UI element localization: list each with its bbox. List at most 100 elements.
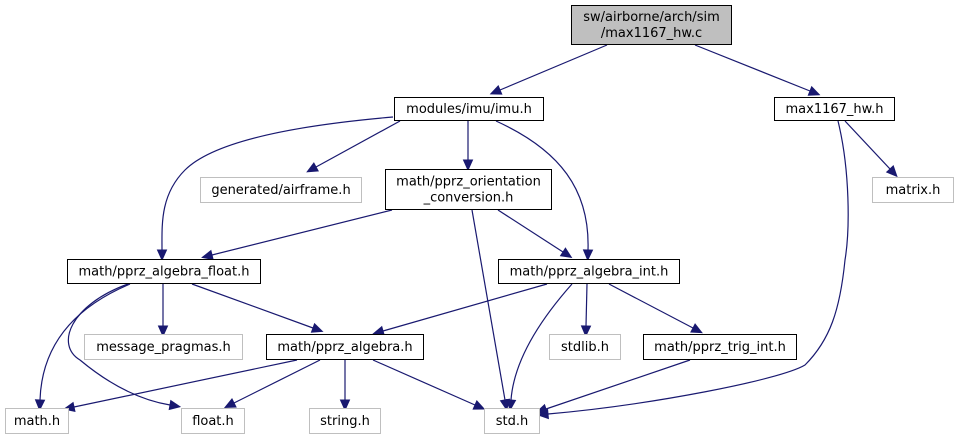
- node-orientation[interactable]: math/pprz_orientation_conversion.h: [385, 169, 552, 210]
- arrowhead-icon: [223, 398, 237, 409]
- node-algebra[interactable]: math/pprz_algebra.h: [266, 334, 424, 360]
- edge-orientation-to-std: [471, 209, 511, 412]
- node-string: string.h: [309, 408, 381, 434]
- node-box: [394, 97, 544, 121]
- arrowhead-icon: [582, 249, 594, 262]
- node-box: [872, 177, 954, 203]
- edge-line: [844, 120, 891, 170]
- edge-line: [608, 283, 694, 329]
- arrowhead-icon: [505, 399, 517, 412]
- edge-line: [694, 44, 811, 92]
- edge-line: [510, 283, 573, 401]
- edge-imu-to-alg_int: [495, 120, 594, 262]
- node-box: [385, 169, 552, 210]
- node-label: math.h: [14, 414, 60, 429]
- node-box: [266, 334, 424, 360]
- edge-alg_float-to-algebra: [191, 283, 324, 333]
- edge-alg_int-to-algebra: [372, 283, 548, 336]
- arrowhead-icon: [201, 249, 214, 260]
- edge-imu-to-airframe: [306, 120, 401, 173]
- node-root[interactable]: sw/airborne/arch/sim/max1167_hw.c: [571, 5, 732, 45]
- edge-line: [382, 283, 548, 332]
- edge-alg_float-to-float: [67, 283, 182, 411]
- edge-line: [547, 120, 849, 415]
- node-label: message_pragmas.h: [96, 340, 231, 355]
- arrowhead-icon: [310, 322, 324, 333]
- node-label: stdlib.h: [561, 340, 609, 355]
- nodes-layer: sw/airborne/arch/sim/max1167_hw.cmodules…: [5, 5, 954, 434]
- edge-algebra-to-math: [63, 359, 298, 413]
- edge-line: [497, 209, 564, 253]
- node-stdlib: stdlib.h: [549, 334, 621, 360]
- node-label: math/pprz_algebra.h: [277, 340, 412, 355]
- edge-line: [495, 120, 589, 251]
- arrowhead-icon: [157, 325, 169, 338]
- arrowhead-icon: [690, 323, 703, 334]
- node-box: [67, 259, 261, 284]
- node-box: [5, 408, 69, 434]
- node-label: math/pprz_algebra_float.h: [79, 265, 250, 280]
- node-imu[interactable]: modules/imu/imu.h: [394, 97, 544, 121]
- node-max1167-hw-h[interactable]: max1167_hw.h: [774, 97, 895, 121]
- arrowhead-icon: [580, 325, 592, 338]
- edge-trig_int-to-std: [535, 359, 691, 414]
- node-label: max1167_hw.h: [786, 102, 884, 117]
- node-box: [309, 408, 381, 434]
- edge-orientation-to-alg_float: [201, 209, 393, 260]
- node-label: std.h: [496, 414, 529, 429]
- node-box: [643, 334, 797, 360]
- edge-imu-to-alg_float: [156, 116, 394, 262]
- edge-line: [73, 359, 298, 408]
- node-label: modules/imu/imu.h: [406, 102, 532, 117]
- edge-imu-to-orientation: [462, 121, 474, 172]
- arrowhead-icon: [168, 399, 182, 411]
- node-matrix: matrix.h: [872, 177, 954, 203]
- node-box: [84, 334, 243, 360]
- edge-alg_int-to-trig_int: [608, 283, 703, 334]
- edge-algebra-to-std: [372, 359, 486, 410]
- edge-max1167_hw_h-to-matrix: [844, 120, 898, 178]
- edge-line: [315, 120, 401, 168]
- node-label: sw/airborne/arch/sim: [583, 10, 720, 25]
- edge-algebra-to-string: [339, 360, 351, 412]
- arrowhead-icon: [885, 165, 898, 178]
- edge-line: [191, 283, 314, 329]
- edge-alg_int-to-std: [505, 283, 573, 412]
- edge-line: [233, 359, 321, 404]
- node-box: [498, 259, 680, 284]
- edge-line: [211, 209, 393, 256]
- node-airframe: generated/airframe.h: [200, 177, 362, 203]
- edge-root-to-imu: [489, 44, 608, 95]
- node-box: [774, 97, 895, 121]
- node-trig-int[interactable]: math/pprz_trig_int.h: [643, 334, 797, 360]
- edge-alg_int-to-stdlib: [580, 283, 592, 338]
- node-math: math.h: [5, 408, 69, 434]
- node-box: [181, 408, 245, 434]
- arrowhead-icon: [156, 249, 168, 262]
- node-box: [571, 5, 732, 45]
- edge-algebra-to-float: [223, 359, 321, 409]
- edge-orientation-to-alg_int: [497, 209, 573, 259]
- node-box: [484, 408, 540, 434]
- node-label: string.h: [320, 414, 370, 429]
- node-label: math/pprz_trig_int.h: [654, 340, 786, 355]
- edge-line: [161, 116, 394, 251]
- arrowhead-icon: [339, 399, 351, 412]
- node-label: float.h: [192, 414, 234, 429]
- node-std: std.h: [484, 408, 540, 434]
- edge-line: [545, 359, 691, 410]
- node-box: [549, 334, 621, 360]
- edge-line: [499, 44, 608, 91]
- arrowhead-icon: [472, 399, 486, 410]
- edge-line: [585, 283, 588, 327]
- edge-alg_float-to-msg_pragmas: [157, 284, 169, 338]
- edge-line: [372, 359, 476, 406]
- node-alg-int[interactable]: math/pprz_algebra_int.h: [498, 259, 680, 284]
- node-float: float.h: [181, 408, 245, 434]
- edge-line: [67, 283, 171, 406]
- node-label: generated/airframe.h: [211, 183, 350, 198]
- node-msg-pragmas: message_pragmas.h: [84, 334, 243, 360]
- arrowhead-icon: [559, 247, 573, 259]
- node-alg-float[interactable]: math/pprz_algebra_float.h: [67, 259, 261, 284]
- arrowhead-icon: [489, 84, 503, 95]
